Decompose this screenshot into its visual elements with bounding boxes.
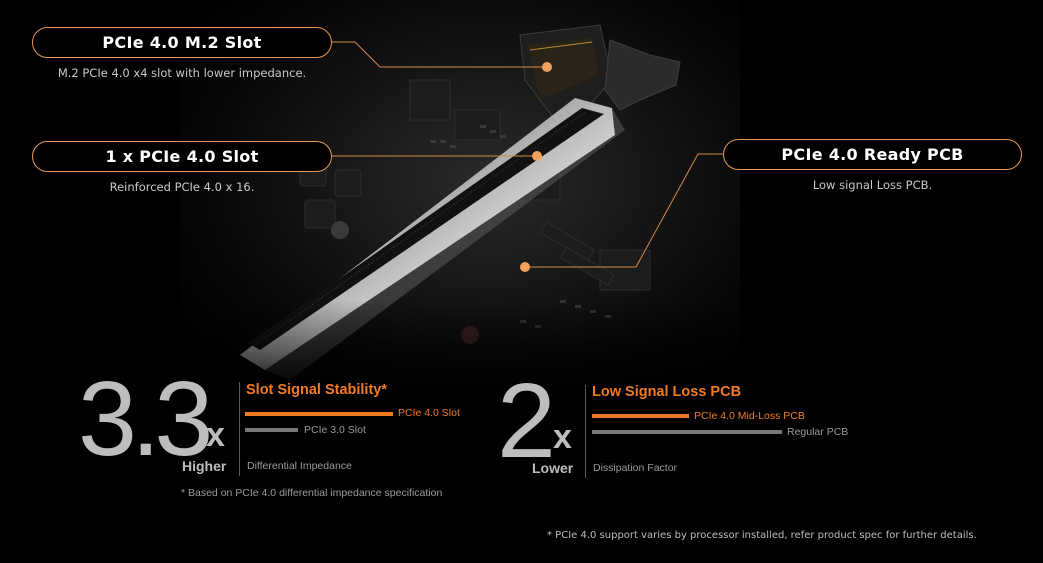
stat-metric: Dissipation Factor [593,462,678,474]
bar-label: PCIe 3.0 Slot [304,424,366,436]
stat-title: Slot Signal Stability* [246,382,387,398]
bar-label: Regular PCB [787,426,849,438]
stat-footnote: * Based on PCIe 4.0 differential impedan… [181,487,443,499]
divider [239,382,240,476]
bar-label: PCIe 4.0 Slot [398,407,460,419]
callout-description: Reinforced PCIe 4.0 x 16. [109,180,255,194]
callout-title: PCIe 4.0 Ready PCB [781,145,964,164]
bar-mid-loss-pcb [592,414,689,418]
divider [585,385,586,478]
stat-big-number: 3.3 [78,360,213,478]
stat-qualifier: Lower [532,460,574,476]
stat-qualifier: Higher [182,458,227,474]
disclaimer: * PCIe 4.0 support varies by processor i… [547,530,977,541]
bar-pcie3-slot [245,428,298,432]
callout-ready-pcb: PCIe 4.0 Ready PCB [723,139,1022,170]
stat-big-number: 2 [497,362,556,480]
callout-m2-slot: PCIe 4.0 M.2 Slot [32,27,332,58]
callout-title: PCIe 4.0 M.2 Slot [102,33,262,52]
bar-regular-pcb [592,430,782,434]
stat-metric: Differential Impedance [247,460,352,472]
stat-title: Low Signal Loss PCB [592,384,742,400]
callout-description: Low signal Loss PCB. [812,178,933,192]
callout-description: M.2 PCIe 4.0 x4 slot with lower impedanc… [57,66,307,80]
stat-suffix: x [553,418,572,456]
callout-title: 1 x PCIe 4.0 Slot [105,147,259,166]
bar-label: PCIe 4.0 Mid-Loss PCB [694,410,805,422]
callout-pcie-slot: 1 x PCIe 4.0 Slot [32,141,332,172]
stat-suffix: x [206,416,225,454]
bar-pcie4-slot [245,412,393,416]
